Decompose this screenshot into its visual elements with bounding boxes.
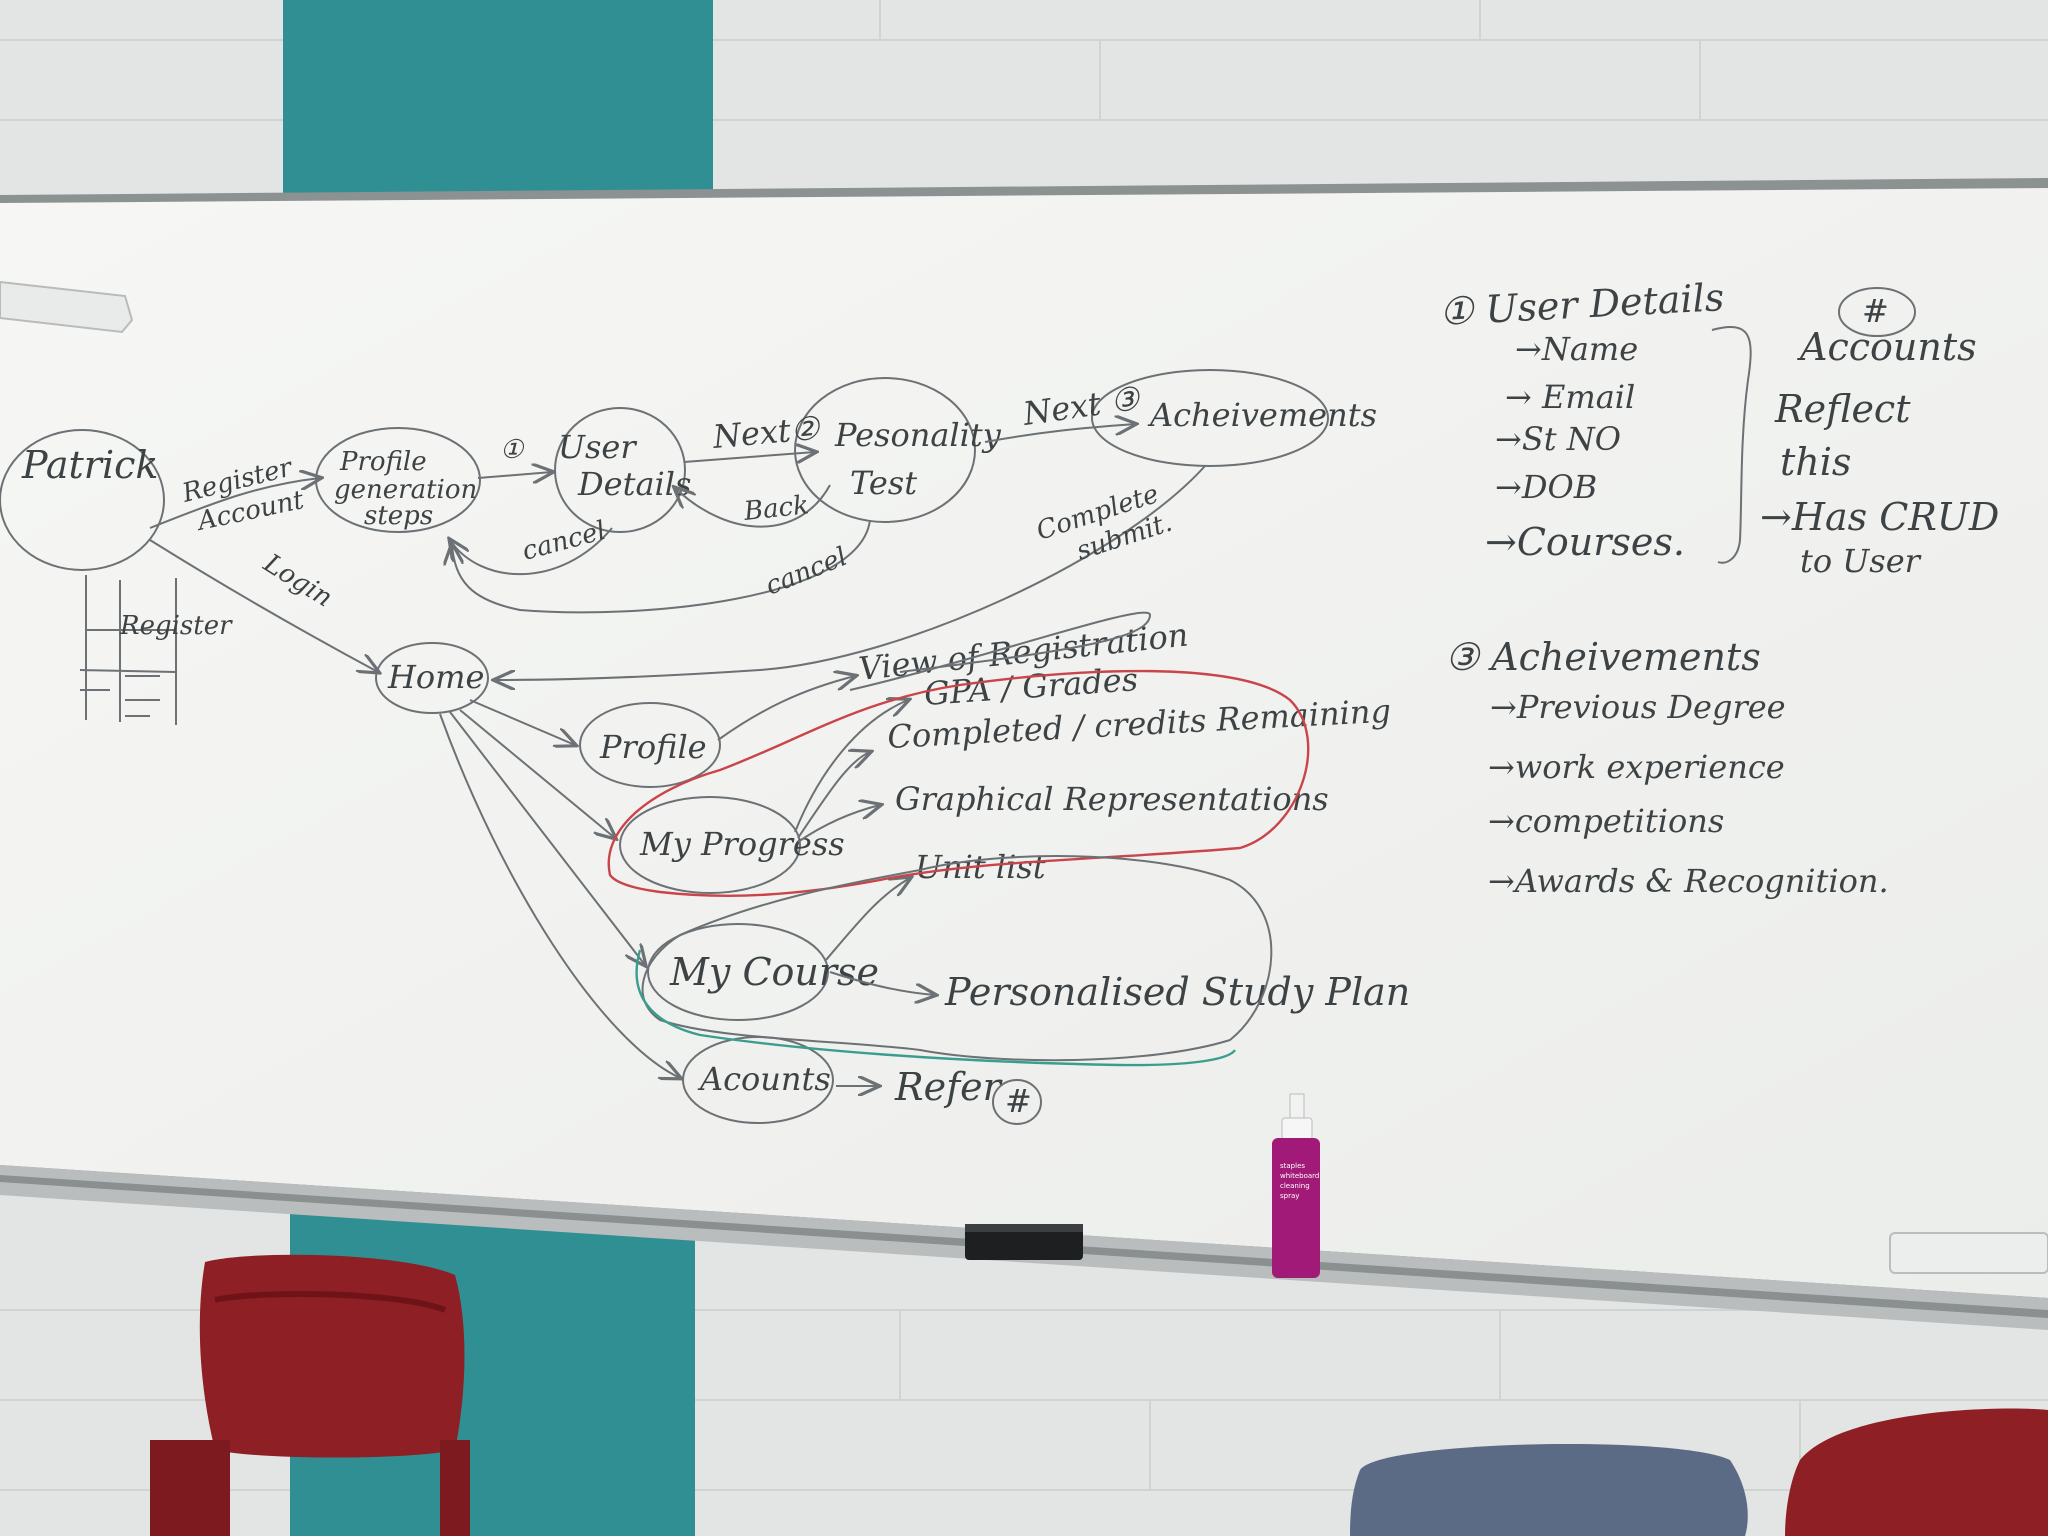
profile-steps-node: Profile generation steps bbox=[315, 427, 481, 533]
edge-back bbox=[675, 485, 831, 528]
patrick-node: Patrick bbox=[0, 429, 165, 571]
achievements-node: Acheivements bbox=[1091, 369, 1377, 467]
edge-home-course bbox=[449, 711, 645, 965]
accounts-note-4: →Has CRUD bbox=[1760, 495, 1999, 539]
whiteboard bbox=[0, 178, 2048, 1330]
edge-complete-submit bbox=[495, 465, 1206, 680]
magnet-clip bbox=[0, 280, 134, 334]
home-node: Home bbox=[375, 642, 489, 714]
course-teal-loop bbox=[635, 949, 1237, 1067]
edge-progress-credits bbox=[797, 752, 870, 839]
edge-home-accounts bbox=[439, 713, 680, 1078]
achievements-note-title: ③ Acheivements bbox=[1445, 635, 1761, 679]
personality-test-label-2: Test bbox=[850, 464, 917, 502]
personality-test-label-1: Pesonality bbox=[834, 416, 1002, 454]
notes-panel: ① User Details →Name → Email →St NO →DOB… bbox=[1438, 275, 1999, 900]
edge-course-unitlist bbox=[825, 878, 910, 961]
refer-mark: # bbox=[1005, 1082, 1032, 1120]
cleaning-spray-bottle: staples whiteboard cleaning spray bbox=[1272, 1093, 1320, 1278]
edge-next-three bbox=[984, 424, 1135, 443]
spray-label-2: whiteboard bbox=[1280, 1172, 1319, 1180]
achievements-item-2: →work experience bbox=[1488, 748, 1785, 786]
course-gray-loop bbox=[641, 855, 1273, 1062]
achievements-item-1: →Previous Degree bbox=[1490, 688, 1786, 726]
user-details-item-4: →DOB bbox=[1495, 468, 1597, 506]
my-progress-label: My Progress bbox=[639, 825, 845, 863]
leaf-refer: Refer bbox=[894, 1065, 1004, 1109]
achievements-item-3: →competitions bbox=[1488, 802, 1724, 840]
register-sketch: Register bbox=[79, 575, 233, 725]
label-step-one: ① bbox=[500, 435, 525, 465]
edge-progress-graphical bbox=[797, 805, 880, 843]
edge-next-two bbox=[683, 452, 815, 462]
red-chair-right bbox=[1785, 1408, 2048, 1536]
achievements-item-4: →Awards & Recognition. bbox=[1488, 862, 1889, 900]
user-details-item-5: →Courses. bbox=[1485, 520, 1685, 564]
profile-steps-label-1: Profile bbox=[339, 447, 427, 477]
accounts-mark: # bbox=[1862, 292, 1889, 330]
spray-label-1: staples bbox=[1280, 1162, 1305, 1170]
patrick-label: Patrick bbox=[21, 443, 158, 487]
accounts-node: Acounts bbox=[682, 1036, 834, 1124]
accounts-mark-circle bbox=[1838, 287, 1916, 337]
my-progress-node: My Progress bbox=[619, 796, 845, 894]
profile-label: Profile bbox=[599, 728, 707, 766]
user-details-brace bbox=[1711, 326, 1752, 564]
home-label: Home bbox=[387, 658, 484, 696]
refer-mark-circle bbox=[992, 1079, 1042, 1125]
accounts-note-2: Reflect bbox=[1774, 387, 1911, 431]
red-chair-left bbox=[150, 1254, 470, 1536]
edge-to-user-details bbox=[477, 472, 552, 478]
label-back: Back bbox=[742, 490, 811, 527]
eraser bbox=[965, 1224, 1083, 1260]
tray-clip bbox=[1889, 1232, 2048, 1274]
accounts-note-5: to User bbox=[1800, 542, 1922, 580]
registration-outline bbox=[849, 611, 1152, 691]
edge-progress-gpa bbox=[794, 700, 908, 833]
leaf-study-plan: Personalised Study Plan bbox=[944, 970, 1410, 1014]
achievements-label: Acheivements bbox=[1147, 396, 1377, 434]
accounts-note-3: this bbox=[1780, 440, 1851, 484]
edge-home-progress bbox=[459, 709, 615, 838]
edge-register-account bbox=[149, 478, 320, 529]
user-details-label-2: Details bbox=[577, 465, 691, 503]
edge-course-studyplan bbox=[829, 971, 935, 995]
edge-profile-registration bbox=[717, 676, 855, 741]
profile-steps-label-2: generation bbox=[334, 475, 477, 505]
my-course-label: My Course bbox=[669, 950, 879, 994]
accounts-label: Acounts bbox=[697, 1060, 831, 1098]
blue-chair bbox=[1350, 1443, 1748, 1536]
my-course-node: My Course bbox=[647, 923, 879, 1021]
user-details-item-3: →St NO bbox=[1495, 420, 1621, 458]
accounts-note-1: Accounts bbox=[1797, 325, 1977, 369]
leaf-graphical: Graphical Representations bbox=[895, 780, 1329, 818]
edge-login bbox=[149, 539, 378, 672]
teal-column-top bbox=[283, 0, 713, 200]
user-details-label-1: User bbox=[558, 428, 637, 466]
user-details-item-2: → Email bbox=[1505, 378, 1635, 416]
user-details-item-1: →Name bbox=[1515, 330, 1638, 368]
profile-steps-label-3: steps bbox=[364, 501, 433, 531]
spray-label-3: cleaning bbox=[1280, 1182, 1310, 1190]
spray-label-4: spray bbox=[1280, 1192, 1299, 1200]
progress-red-loop bbox=[607, 669, 1310, 897]
register-box-label: Register bbox=[119, 611, 233, 641]
edge-home-profile bbox=[469, 699, 575, 745]
edge-cancel-test bbox=[452, 519, 871, 614]
